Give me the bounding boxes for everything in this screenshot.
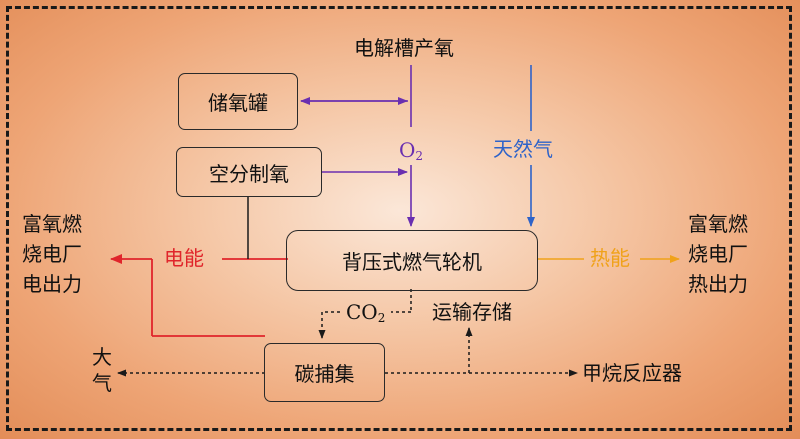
co2-label: CO2 [346,299,385,331]
o2-subscript: 2 [415,149,424,163]
oxygen-tank-box: 储氧罐 [178,73,298,130]
electricity-lines [110,254,288,337]
co2-flow-lines [117,289,578,377]
air-separation-box: 空分制氧 [176,147,322,197]
atmosphere-label: 大 气 [92,345,112,395]
natural-gas-label: 天然气 [493,137,553,161]
co2-text: CO [346,300,378,324]
turbine-box: 背压式燃气轮机 [286,230,538,291]
transport-storage-label: 运输存储 [432,300,512,324]
system-boundary [6,6,792,431]
heat-energy-label: 热能 [590,246,630,270]
oxygen-flow-lines [300,65,415,227]
left-output-label: 富氧燃 烧电厂 电出力 [22,212,82,296]
co2-subscript: 2 [377,311,386,325]
right-output-label: 富氧燃 烧电厂 热出力 [688,212,748,296]
electric-energy-label: 电能 [164,246,204,270]
methane-reactor-label: 甲烷反应器 [582,361,682,385]
carbon-capture-box: 碳捕集 [264,343,385,402]
electrolysis-label: 电解槽产氧 [354,36,454,60]
o2-label: O2 [399,137,423,169]
o2-text: O [399,138,416,162]
